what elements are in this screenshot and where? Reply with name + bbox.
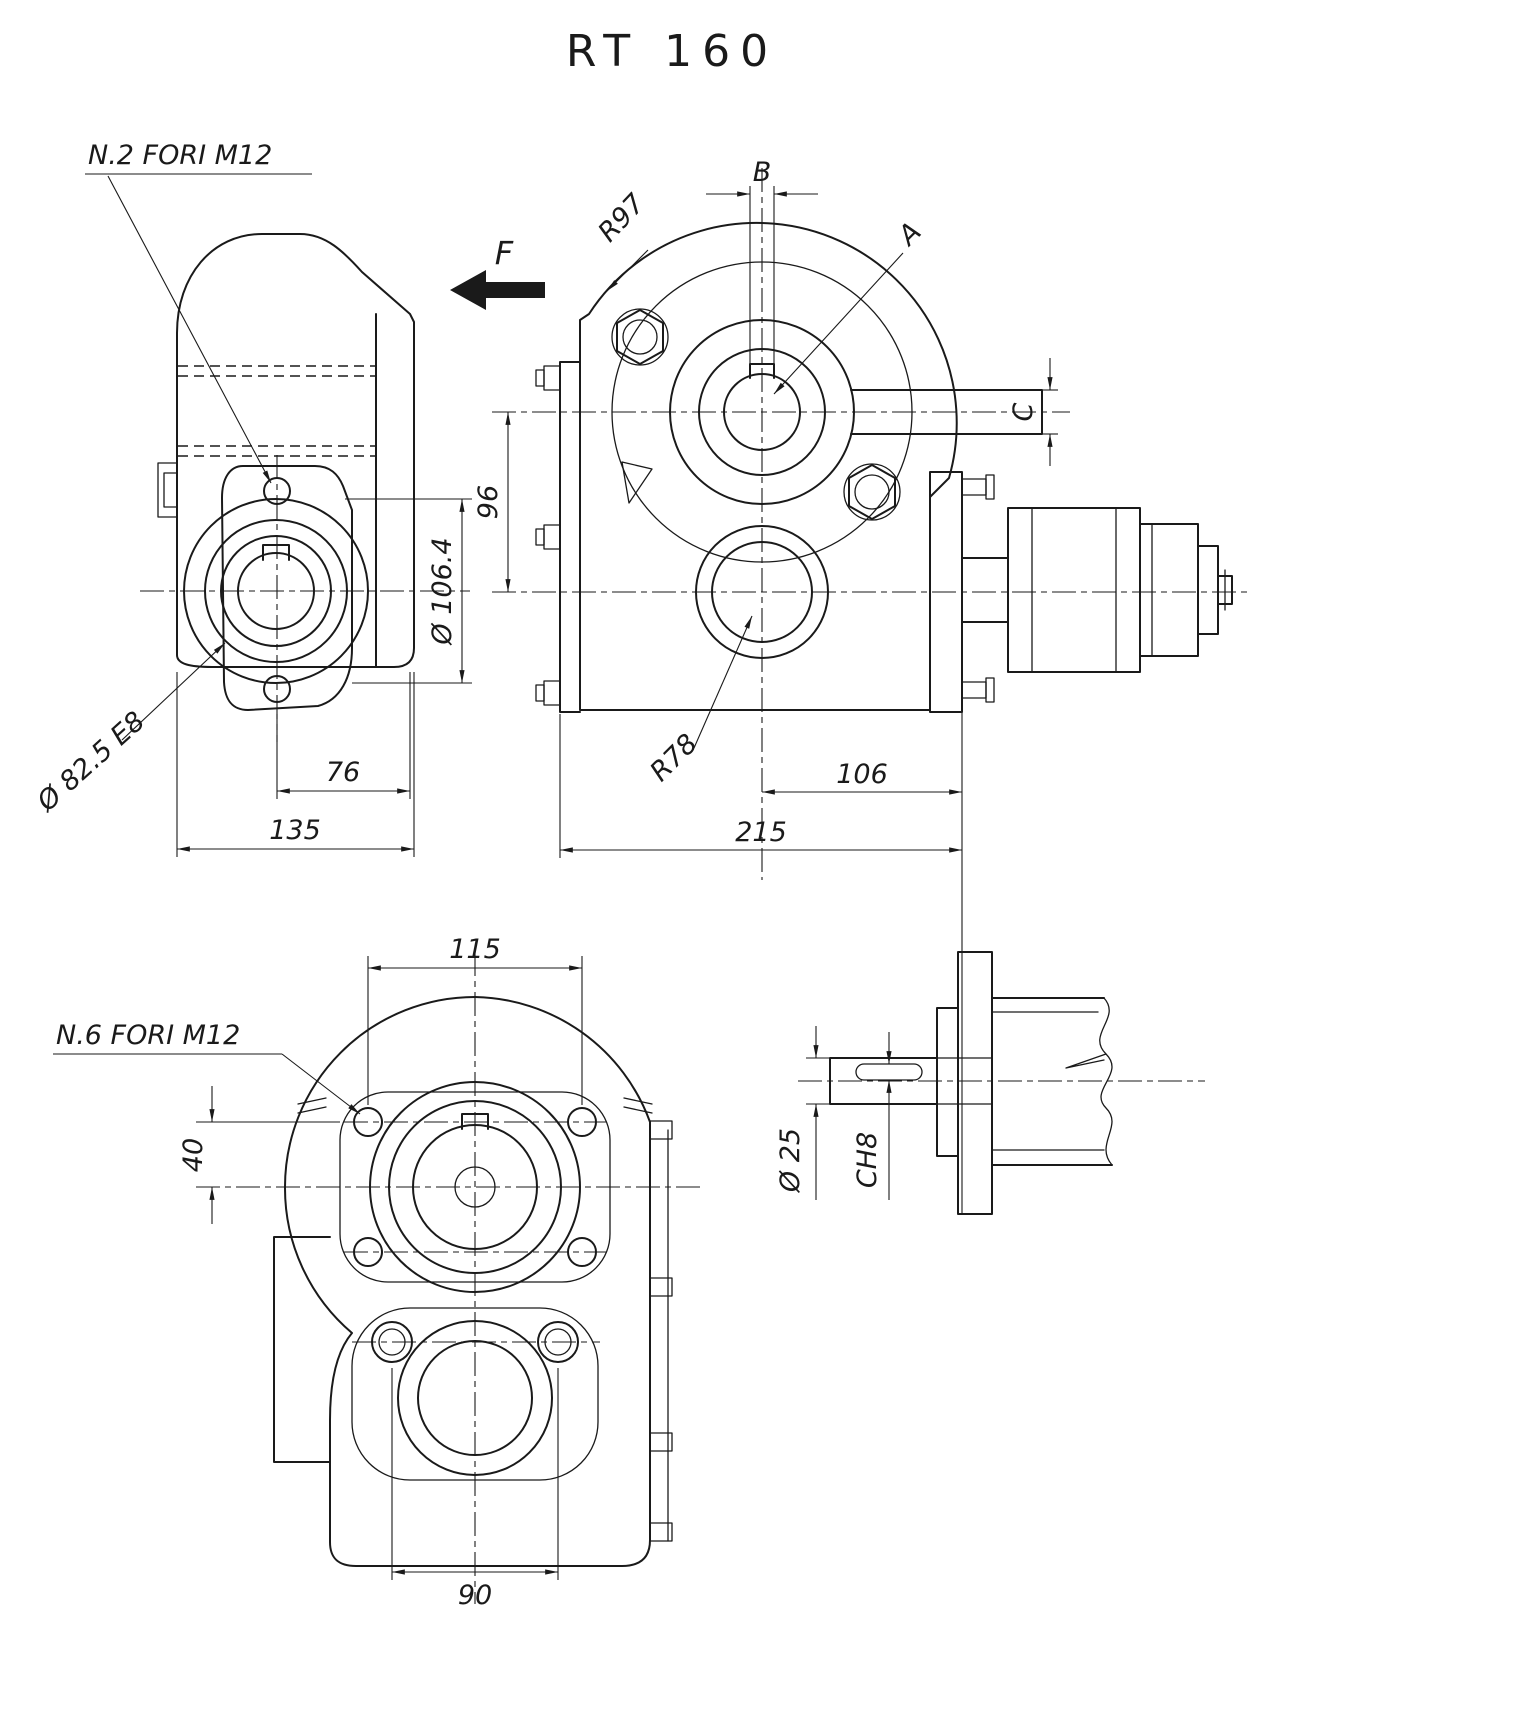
shaft-flange (936, 951, 993, 1215)
front-view-housing-outline (579, 221, 958, 711)
dim-90-text: 90 (458, 1580, 492, 1611)
dim-90 (391, 1368, 559, 1580)
dim-40 (196, 1086, 340, 1224)
dim-215-text: 215 (735, 817, 787, 848)
dim-c (1042, 358, 1058, 466)
bottom-view-centerlines (196, 952, 705, 1604)
front-view-hex-bolt-top (611, 308, 669, 366)
front-view: B A R97 C 96 R78 (450, 157, 1252, 1214)
dim-boss-diameter (345, 498, 472, 684)
dim-ch8-text: CH8 (852, 1132, 883, 1188)
front-view-centerlines (492, 168, 1252, 880)
front-view-flange-bolts (961, 474, 995, 703)
shaft-detail-view: Ø 25 CH8 (775, 951, 1205, 1215)
side-view-flange-outline (221, 465, 353, 711)
dim-hole-spacing-76 (276, 672, 411, 799)
note-n2-fori: N.2 FORI M12 (85, 140, 312, 484)
shaft-detail-dimensions: Ø 25 CH8 (775, 1026, 892, 1200)
label-r78: R78 (644, 615, 753, 788)
note-n2-fori-text: N.2 FORI M12 (88, 140, 272, 171)
dim-bore-82-5-text: Ø 82.5 E8 (31, 706, 151, 819)
bottom-view-finish-marks (297, 1097, 653, 1114)
dim-c-text: C (1008, 402, 1039, 421)
front-view-cast-mark (621, 461, 653, 504)
dim-hole-spacing-76-text: 76 (326, 757, 360, 788)
dim-shaft-25-text: Ø 25 (775, 1128, 806, 1193)
dim-overall-width-135-text: 135 (269, 815, 321, 846)
front-view-hex-bolt-right (843, 463, 901, 521)
front-view-left-bolts (535, 365, 561, 706)
side-view-dimensions: Ø 106.4 76 135 N.2 FORI M12 Ø 82.5 E8 (31, 140, 472, 857)
dim-boss-diameter-text: Ø 106.4 (427, 537, 458, 645)
side-view-keyway (262, 544, 290, 561)
front-view-keyway (749, 363, 775, 379)
dim-115 (367, 956, 583, 1105)
side-view-plug (157, 462, 178, 518)
bottom-view-left-block (273, 1236, 331, 1463)
view-label-f-text: F (495, 234, 514, 272)
dim-overall-width-135 (176, 672, 415, 857)
dim-shaft-25 (806, 1026, 830, 1200)
dim-106-text: 106 (836, 759, 888, 790)
note-n6-fori: N.6 FORI M12 (53, 1020, 361, 1115)
side-view-body-outline (176, 233, 415, 668)
dim-106 (762, 712, 963, 1214)
view-arrow-f (450, 270, 545, 310)
front-view-left-plate (559, 361, 581, 713)
note-n6-fori-text: N.6 FORI M12 (56, 1020, 240, 1051)
label-r97-text: R97 (592, 188, 651, 248)
front-view-pump (961, 507, 1233, 673)
side-view-centerlines (140, 455, 470, 742)
drawing-title: RT 160 (566, 26, 778, 77)
bottom-view: 115 N.6 FORI M12 40 90 (53, 934, 705, 1611)
label-a-text: A (891, 216, 927, 252)
bottom-view-flange-tabs (649, 1120, 673, 1542)
side-view: Ø 106.4 76 135 N.2 FORI M12 Ø 82.5 E8 (31, 140, 472, 857)
dim-b-text: B (753, 157, 772, 188)
side-view-hidden-lines (178, 365, 376, 457)
bottom-view-dimensions: 115 N.6 FORI M12 40 90 (53, 934, 583, 1611)
label-r78-text: R78 (644, 728, 703, 787)
dim-215 (559, 714, 962, 858)
label-a: A (773, 216, 927, 395)
dim-115-text: 115 (449, 934, 501, 965)
shaft-housing-broken (991, 997, 1113, 1166)
dim-96-text: 96 (473, 485, 504, 519)
dim-b (706, 186, 818, 366)
dim-40-text: 40 (178, 1138, 209, 1172)
break-line (1099, 997, 1113, 1166)
view-direction-f: F (450, 234, 545, 310)
dim-bore-82-5: Ø 82.5 E8 (31, 642, 226, 819)
label-r97: R97 (592, 188, 651, 292)
